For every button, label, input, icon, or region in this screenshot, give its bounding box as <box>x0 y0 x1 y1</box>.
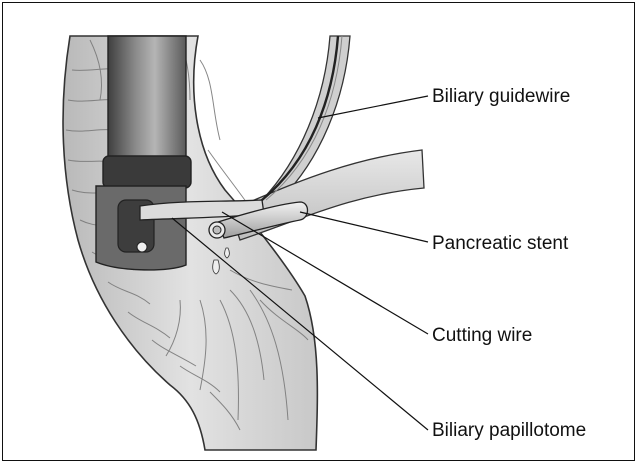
bile-drop <box>225 248 230 258</box>
label-cutting-wire: Cutting wire <box>432 325 532 346</box>
label-biliary-guidewire: Biliary guidewire <box>432 86 570 107</box>
label-biliary-papillotome: Biliary papillotome <box>432 420 586 441</box>
light-lens <box>137 242 147 252</box>
bile-drop <box>213 260 220 274</box>
leader-pancreatic-stent <box>300 212 428 242</box>
label-pancreatic-stent: Pancreatic stent <box>432 233 569 254</box>
endoscope-cap-ring <box>103 156 191 188</box>
endoscope <box>96 36 191 270</box>
